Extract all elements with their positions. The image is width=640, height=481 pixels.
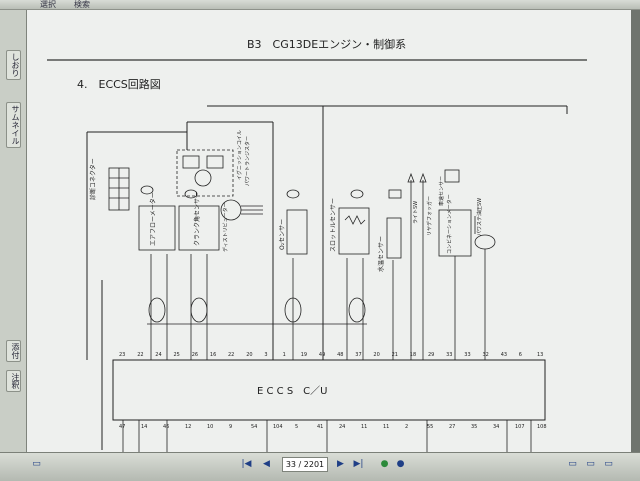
ecu-pin-number: 9 [229,424,232,430]
wiring-diagram: B3 CG13DEエンジン・制御系 4. ECCS回路図 [47,37,587,452]
ecu-pin-number: 1 [283,352,286,358]
ecu-pin-number: 24 [155,352,161,358]
svg-text:クランク角センサー: クランク角センサー [193,192,201,246]
ecu-pin-number: 107 [515,424,525,430]
ecu-pin-number: 22 [228,352,234,358]
go-back-icon[interactable]: ● [380,459,389,469]
toolbar-item-select[interactable]: 選択 [40,0,56,9]
eccs-control-unit [112,359,546,421]
ecu-pin-number: 6 [519,352,522,358]
first-page-button[interactable]: |◀ [241,459,252,469]
go-forward-icon[interactable]: ● [396,459,405,469]
ecu-pin-number: 18 [410,352,416,358]
previous-page-button[interactable]: ◀ [263,459,270,469]
ecu-pin-number: 32 [483,352,489,358]
air-flow-meter [138,185,176,251]
svg-text:イグニッションコイル: イグニッションコイル [236,130,243,180]
last-page-button[interactable]: ▶| [353,459,364,469]
ecu-pin-number: 24 [339,424,345,430]
ecu-pin-number: 12 [185,424,191,430]
ecu-pin-number: 46 [163,424,169,430]
ecu-pin-number: 48 [337,352,343,358]
crank-angle-sensor [178,189,220,251]
ecu-pin-number: 43 [501,352,507,358]
ecu-pin-number: 33 [464,352,470,358]
ecu-pin-number: 13 [537,352,543,358]
pane-toggle-icon[interactable]: ▭ [32,459,41,469]
toolbar: 選択 検索 [0,0,640,10]
document-view[interactable]: B3 CG13DEエンジン・制御系 4. ECCS回路図 [27,10,640,452]
svg-text:リヤデフォッガー: リヤデフォッガー [426,196,433,236]
ecu-pin-number: 25 [174,352,180,358]
ecu-pin-number: 5 [295,424,298,430]
ecu-pin-number: 19 [301,352,307,358]
ecu-pin-number: 33 [446,352,452,358]
ecu-pin-number: 10 [207,424,213,430]
throttle-sensor [338,189,370,255]
ecu-pin-number: 54 [251,424,257,430]
ecu-pin-number: 20 [373,352,379,358]
ecu-pin-number: 27 [449,424,455,430]
o2-sensor [286,189,308,255]
ecu-pin-number: 11 [361,424,367,430]
ecu-pin-number: 22 [137,352,143,358]
svg-text:パワートランジスター: パワートランジスター [244,136,251,186]
svg-text:ディストリビューター: ディストリビューター [222,202,229,252]
section-title: 4. ECCS回路図 [77,78,161,91]
ecu-pin-number: 16 [210,352,216,358]
ecu-pin-number: 29 [428,352,434,358]
ecu-pin-number: 14 [141,424,147,430]
single-page-icon[interactable]: ▭ [568,459,577,469]
power-steering-sw [474,216,496,360]
diagnostic-connector [108,167,130,211]
water-temp-sensor [386,189,402,259]
svg-text:ライトSW: ライトSW [413,201,419,224]
tab-bookmarks[interactable]: しおり [6,50,21,80]
vehicle-speed-sensor [438,169,472,360]
page-indicator[interactable]: 33 / 2201 [282,457,328,472]
svg-text:スロットルセンサー: スロットルセンサー [330,198,337,252]
ecu-pin-number: 49 [319,352,325,358]
svg-text:水温センサー: 水温センサー [377,236,385,272]
ecu-pin-number: 34 [493,424,499,430]
ecu-pin-number: 41 [317,424,323,430]
ecu-pin-number: 35 [471,424,477,430]
tab-attachments[interactable]: 添付 [6,340,21,362]
document-page: B3 CG13DEエンジン・制御系 4. ECCS回路図 [27,10,631,452]
ecu-pin-number: 55 [427,424,433,430]
svg-text:診断コネクター: 診断コネクター [89,158,97,200]
svg-text:エアフローメーター: エアフローメーター [149,192,157,246]
ecu-pin-number: 23 [119,352,125,358]
ecu-label: E C C S C／U [257,385,327,397]
ecu-pin-number: 37 [355,352,361,358]
distributor [220,199,263,221]
tab-thumbnails[interactable]: サムネイル [6,102,21,148]
svg-text:コンビネーションメーター: コンビネーションメーター [446,194,453,254]
ecu-pin-number: 21 [392,352,398,358]
status-bar: ▭ |◀ ◀ 33 / 2201 ▶ ▶| ● ● ▭ ▭ ▭ [0,452,640,481]
tab-annotations[interactable]: 注釈 [6,370,21,392]
next-page-button[interactable]: ▶ [337,459,344,469]
facing-page-icon[interactable]: ▭ [604,459,613,469]
svg-text:パワステ油圧SW: パワステ油圧SW [476,198,483,236]
ecu-pin-number: 11 [383,424,389,430]
ecu-pin-number: 20 [246,352,252,358]
ecu-pin-number: 26 [192,352,198,358]
ecu-pin-number: 104 [273,424,283,430]
page-header: B3 CG13DEエンジン・制御系 [247,37,406,51]
ecu-pin-number: 3 [264,352,267,358]
toolbar-item-search[interactable]: 検索 [74,0,90,9]
svg-text:O₂センサー: O₂センサー [279,219,286,250]
svg-text:車速センサー: 車速センサー [438,176,445,206]
continuous-page-icon[interactable]: ▭ [586,459,595,469]
ecu-pin-number: 2 [405,424,408,430]
navigation-pane: しおり サムネイル 注釈 添付 [0,10,27,452]
power-transistor [176,149,234,197]
ecu-pin-number: 108 [537,424,547,430]
ecu-pin-number: 47 [119,424,125,430]
